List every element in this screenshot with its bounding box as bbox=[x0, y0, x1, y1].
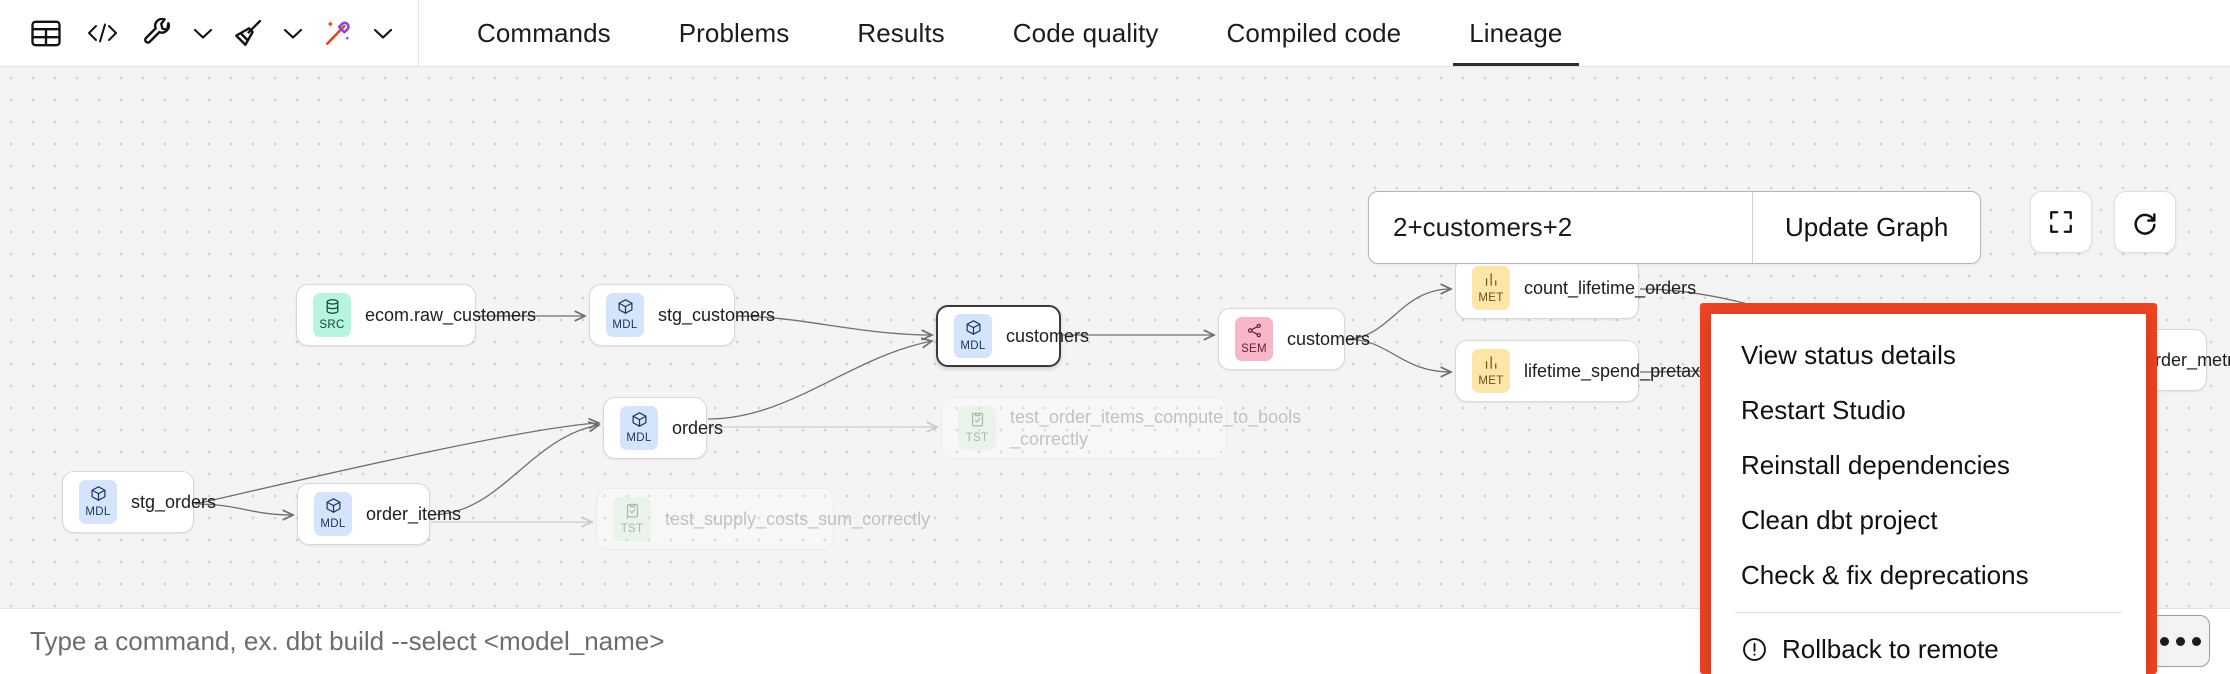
panel-tabs: Commands Problems Results Code quality Compi… bbox=[419, 0, 1597, 66]
menu-item-restart-studio[interactable]: Restart Studio bbox=[1711, 383, 2146, 438]
broom-chevron-down-icon[interactable] bbox=[276, 5, 310, 61]
magic-wand-chevron-down-icon[interactable] bbox=[366, 5, 400, 61]
update-graph-button[interactable]: Update Graph bbox=[1752, 192, 1980, 263]
badge-label: MET bbox=[1478, 375, 1504, 388]
node-type-badge-tst-icon: TST bbox=[613, 497, 651, 541]
lineage-node-stg_customers[interactable]: MDL stg_customers bbox=[589, 284, 775, 346]
node-label: test_supply_costs_sum_correctly bbox=[665, 508, 931, 529]
menu-separator bbox=[1735, 612, 2122, 613]
badge-label: MDL bbox=[85, 506, 111, 519]
lineage-node-customers_mdl[interactable]: MDL customers bbox=[936, 305, 1089, 367]
badge-label: MDL bbox=[320, 518, 346, 531]
lineage-node-ecom_raw_customers[interactable]: SRC ecom.raw_customers bbox=[296, 284, 536, 346]
node-type-badge-tst-icon: TST bbox=[958, 406, 996, 450]
menu-item-label: View status details bbox=[1741, 340, 1956, 370]
table-view-icon[interactable] bbox=[18, 5, 74, 61]
tab-compiled-code[interactable]: Compiled code bbox=[1226, 17, 1402, 48]
node-type-badge-mdl-icon: MDL bbox=[954, 314, 992, 358]
node-label: order_items bbox=[366, 503, 462, 524]
top-toolbar: Commands Problems Results Code quality Compi… bbox=[0, 0, 2230, 67]
tab-code-quality[interactable]: Code quality bbox=[1012, 17, 1159, 48]
refresh-icon[interactable] bbox=[2114, 191, 2176, 253]
menu-item-label: Clean dbt project bbox=[1741, 505, 1938, 535]
lineage-node-customers_sem[interactable]: SEM customers bbox=[1218, 308, 1370, 370]
node-label: stg_orders bbox=[131, 491, 217, 512]
node-type-badge-mdl-icon: MDL bbox=[620, 406, 658, 450]
menu-item-check-fix-deprecations[interactable]: Check & fix deprecations bbox=[1711, 548, 2146, 603]
code-view-icon[interactable] bbox=[74, 5, 130, 61]
badge-label: MDL bbox=[626, 432, 652, 445]
node-type-badge-src-icon: SRC bbox=[313, 293, 351, 337]
wrench-chevron-down-icon[interactable] bbox=[186, 5, 220, 61]
node-label: orders bbox=[672, 417, 724, 438]
lineage-node-orders[interactable]: MDL orders bbox=[603, 397, 723, 459]
node-type-badge-met-icon: MET bbox=[1472, 266, 1510, 310]
node-label: stg_customers bbox=[658, 304, 776, 325]
node-type-badge-mdl-icon: MDL bbox=[606, 293, 644, 337]
lineage-node-lifetime_spend_pretax[interactable]: MET lifetime_spend_pretax bbox=[1455, 340, 1700, 402]
tab-results[interactable]: Results bbox=[857, 17, 945, 48]
warning-icon bbox=[1741, 636, 1768, 663]
node-label: customers bbox=[1287, 328, 1371, 349]
editor-tool-group bbox=[0, 0, 419, 66]
menu-item-label: Check & fix deprecations bbox=[1741, 560, 2029, 590]
menu-item-clean-dbt-project[interactable]: Clean dbt project bbox=[1711, 493, 2146, 548]
node-label: test_order_items_compute_to_bools _corre… bbox=[1010, 406, 1302, 450]
lineage-node-test_supply_costs[interactable]: TST test_supply_costs_sum_correctly bbox=[596, 488, 930, 550]
graph-select-input[interactable] bbox=[1369, 192, 1752, 263]
fit-to-screen-icon[interactable] bbox=[2030, 191, 2092, 253]
node-type-badge-met-icon: MET bbox=[1472, 349, 1510, 393]
lineage-node-test_order_items[interactable]: TST test_order_items_compute_to_bools _co… bbox=[941, 397, 1301, 459]
menu-item-rollback-to-remote[interactable]: Rollback to remote bbox=[1711, 622, 2146, 674]
node-label: customers bbox=[1006, 325, 1090, 346]
badge-label: MET bbox=[1478, 292, 1504, 305]
node-type-badge-sem-icon: SEM bbox=[1235, 317, 1273, 361]
badge-label: TST bbox=[965, 432, 989, 445]
badge-label: MDL bbox=[960, 340, 986, 353]
lineage-node-stg_orders[interactable]: MDL stg_orders bbox=[62, 471, 216, 533]
tab-lineage[interactable]: Lineage bbox=[1435, 0, 1596, 66]
node-label: ecom.raw_customers bbox=[365, 304, 537, 325]
magic-wand-icon[interactable] bbox=[310, 5, 366, 61]
broom-icon[interactable] bbox=[220, 5, 276, 61]
badge-label: SEM bbox=[1241, 343, 1267, 356]
badge-label: SRC bbox=[319, 319, 345, 332]
badge-label: MDL bbox=[612, 319, 638, 332]
lineage-node-count_lifetime_orders[interactable]: MET count_lifetime_orders bbox=[1455, 257, 1696, 319]
ellipsis-icon[interactable] bbox=[2150, 615, 2210, 667]
graph-select-bar: Update Graph bbox=[1368, 191, 1981, 264]
command-input[interactable] bbox=[0, 626, 1985, 657]
menu-item-label: Reinstall dependencies bbox=[1741, 450, 2010, 480]
tab-commands[interactable]: Commands bbox=[477, 17, 611, 48]
node-type-badge-mdl-icon: MDL bbox=[79, 480, 117, 524]
wrench-icon[interactable] bbox=[130, 5, 186, 61]
menu-item-label: Restart Studio bbox=[1741, 395, 1906, 425]
badge-label: TST bbox=[620, 523, 644, 536]
menu-item-label: Rollback to remote bbox=[1782, 634, 1999, 664]
menu-item-view-status-details[interactable]: View status details bbox=[1711, 328, 2146, 383]
node-label: lifetime_spend_pretax bbox=[1524, 360, 1701, 381]
menu-item-reinstall-dependencies[interactable]: Reinstall dependencies bbox=[1711, 438, 2146, 493]
lineage-node-order_items[interactable]: MDL order_items bbox=[297, 483, 461, 545]
node-type-badge-mdl-icon: MDL bbox=[314, 492, 352, 536]
tab-problems[interactable]: Problems bbox=[678, 17, 790, 48]
node-label: count_lifetime_orders bbox=[1524, 277, 1697, 298]
